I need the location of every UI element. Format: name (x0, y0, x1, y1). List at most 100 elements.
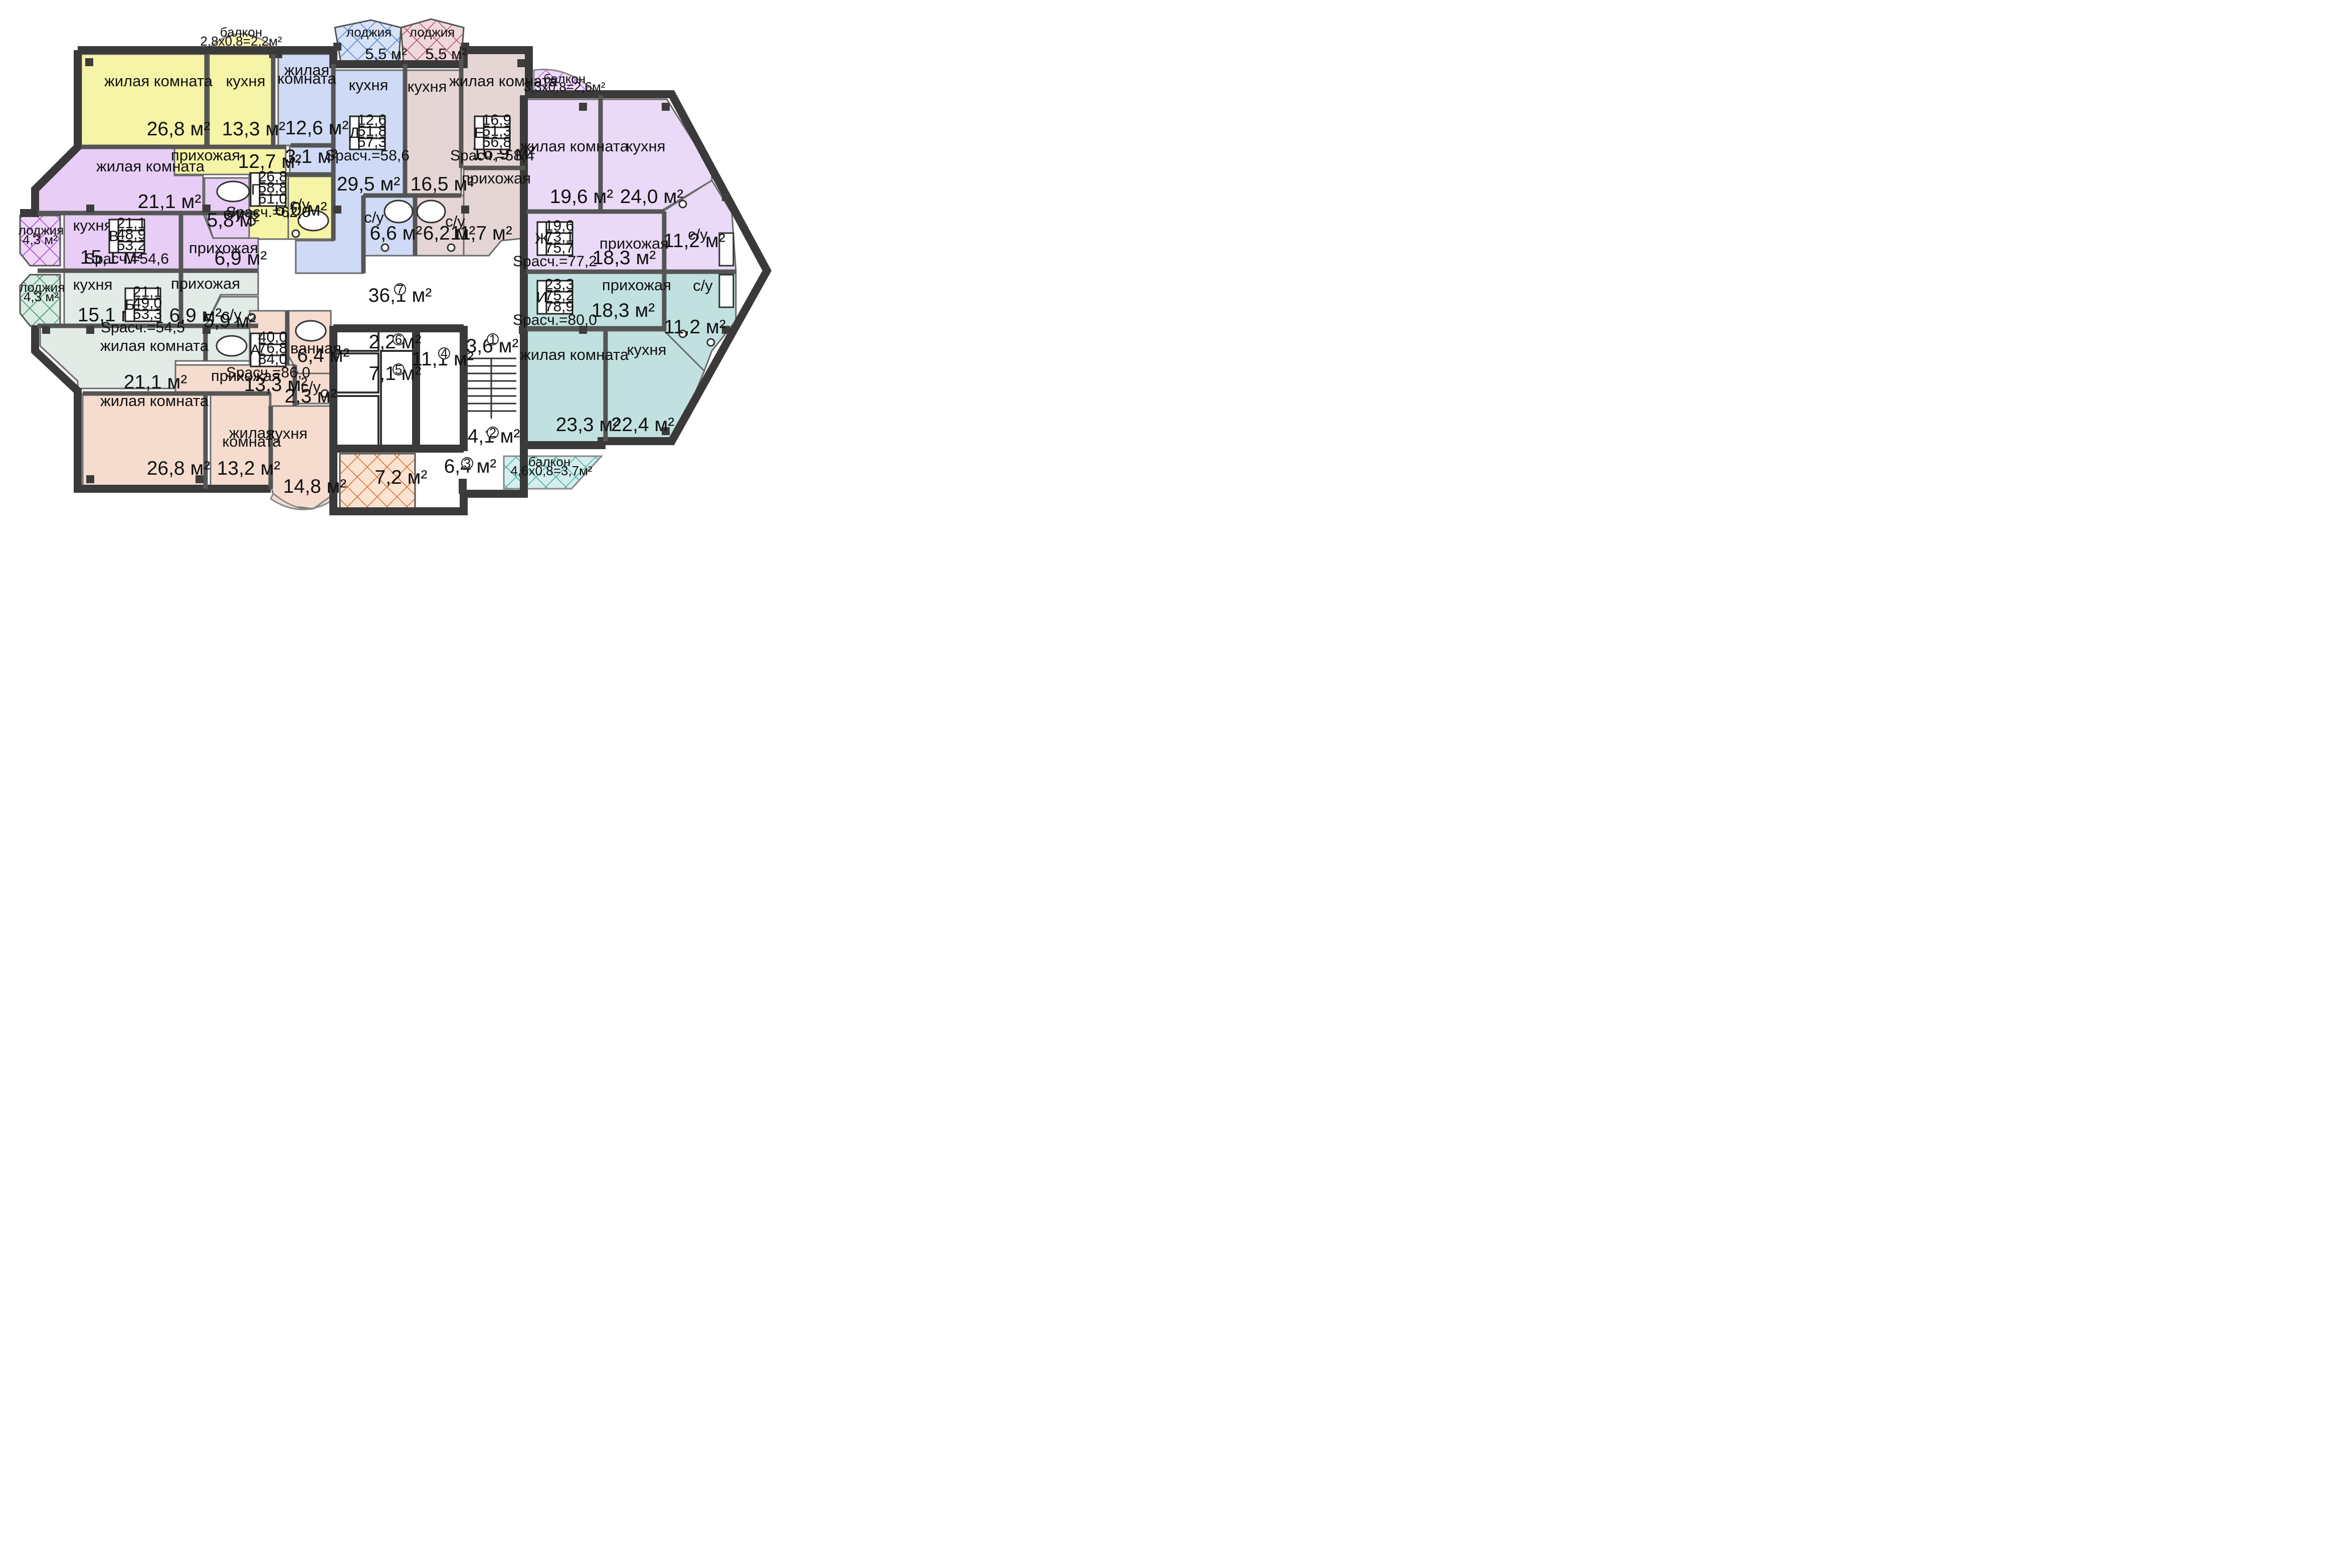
apartment-value: 49,0 (133, 295, 162, 311)
toilet-icon (247, 217, 256, 226)
bathtub-icon (216, 335, 248, 357)
room-A-living2 (210, 393, 271, 487)
toilet-icon (291, 229, 300, 238)
room-name: с/у (301, 378, 321, 396)
apartment-value: 53,3 (133, 306, 162, 322)
toilet-icon (706, 338, 715, 347)
apartment-calc-area: Sрасч.=58,4 (450, 147, 534, 164)
common-markers: 1 2 3 4 5 6 7 (393, 282, 499, 471)
room-A-living1 (82, 393, 207, 487)
area-label: 6,9 м² (169, 305, 222, 326)
area-label: 18,3 м² (592, 300, 655, 321)
apartment-value: 57,3 (357, 134, 386, 150)
area-label: 11,7 м² (450, 223, 512, 244)
area-label: 19,6 м² (550, 186, 614, 208)
apartment-value: 78,9 (545, 298, 574, 315)
walls (20, 46, 772, 515)
room-name: жилая комната (520, 137, 629, 155)
area-label: 23,3 м² (556, 414, 620, 436)
area-label: 3,1 м² (285, 146, 338, 167)
balcony-bottom-teal (503, 455, 604, 490)
balcony-top-right (533, 68, 599, 94)
toilet-icon (320, 389, 329, 398)
columns (42, 43, 730, 494)
apartment-value: 56,8 (482, 134, 511, 150)
apartment-tables: Г26,858,861,0Sрасч.=62,0Д12,651,857,3Sра… (85, 112, 597, 381)
area-label: 2,3 м² (285, 385, 337, 407)
room-name: комната (277, 70, 336, 87)
common-number: 1 (489, 332, 496, 347)
apartment-letter: В (109, 228, 119, 245)
common-number: 4 (441, 346, 448, 361)
area-label: 6,4 м² (297, 345, 350, 366)
room-name: прихожая (462, 169, 531, 187)
room-labels: балкон 2,8х0,8=2,2м² лоджия 5,5 м² лоджи… (19, 25, 726, 497)
common-number: 2 (489, 425, 496, 440)
apartment-calc-area: Sрасч.=80,0 (513, 312, 597, 328)
balconies (19, 18, 604, 510)
apartment-letter: Е (474, 125, 484, 141)
loggia-purple (19, 215, 61, 267)
loggia-orange (339, 453, 416, 510)
room-G-hall (173, 146, 287, 175)
area-label: 16,5 м² (411, 173, 474, 195)
room-name: прихожая (171, 275, 240, 292)
room-name: прихожая (189, 239, 258, 257)
apartment-letter: Ж (535, 231, 549, 247)
toilet-icon (380, 243, 389, 252)
room-name: жилая комната (100, 337, 209, 354)
loggia-blue (334, 19, 402, 64)
toilet-icon (678, 329, 687, 338)
apartment-value: 73,1 (545, 229, 574, 245)
room-name: жилая (284, 61, 329, 79)
area-label: 5,5 м² (365, 45, 407, 63)
area-label: 6,2 м² (423, 223, 476, 244)
apartment-value: 76,8 (258, 340, 287, 356)
room-name: с/у (688, 226, 708, 243)
area-label: 18,3 м² (593, 247, 656, 269)
area-label: 4,3 м² (23, 232, 58, 247)
apartment-value: 19,6 (545, 218, 574, 234)
balcony-size: 3,3х0,8=2,6м² (523, 79, 605, 94)
bathtub-icon (718, 232, 734, 267)
apartment-letter: Г (251, 181, 259, 198)
area-label: 21,1 м² (138, 191, 202, 213)
room-name: прихожая (602, 276, 671, 294)
apartment-letter: И (536, 289, 547, 306)
area-label: 13,2 м² (217, 458, 281, 479)
apartment-calc-area: Sрасч.=54,5 (101, 319, 185, 336)
stair-flight (466, 357, 516, 419)
room-name: прихожая (171, 146, 240, 164)
room-name: прихожая (211, 367, 280, 384)
apartment-calc-area: Sрасч.=62,0 (226, 204, 310, 221)
apartment-value: 16,9 (482, 112, 511, 128)
area-label: 26,8 м² (147, 458, 211, 479)
balcony-label: балкон (220, 25, 262, 40)
apartment-value: 26,8 (258, 168, 287, 185)
bathtub-icon (297, 210, 329, 232)
loggia-label: лоджия (410, 25, 455, 40)
area-label: 6,6 м² (370, 223, 423, 244)
bathtub-icon (416, 200, 446, 224)
room-name: с/у (445, 213, 465, 230)
loggia-green (19, 274, 61, 327)
room-name: прихожая (600, 235, 669, 252)
room-name: кухня (73, 276, 113, 293)
bathtub-icon (383, 200, 414, 224)
apartment-calc-area: Sрасч.=86,0 (226, 364, 310, 381)
room-name: с/у (223, 205, 243, 222)
room-name: кухня (73, 217, 113, 234)
room-name: комната (222, 433, 281, 450)
apartment-value: 51,3 (482, 123, 511, 139)
apartment-value: 21,1 (117, 215, 146, 232)
toilet-icon (447, 243, 456, 252)
toilet-icon (247, 313, 256, 322)
apartment-letter: Б (125, 297, 135, 313)
room-name: ванная (290, 339, 341, 357)
common-number: 7 (397, 282, 404, 297)
